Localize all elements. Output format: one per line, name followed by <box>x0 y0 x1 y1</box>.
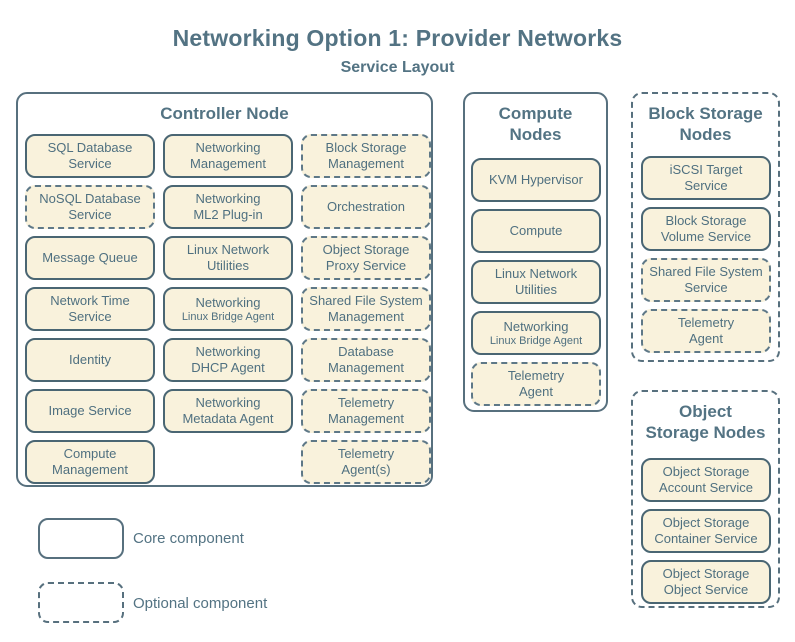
service-label: KVM Hypervisor <box>489 172 583 188</box>
service-box-compute-management: Compute Management <box>25 440 155 484</box>
diagram-title: Networking Option 1: Provider Networks <box>172 25 623 51</box>
service-box-telemetry-agent: Telemetry Agent <box>641 309 771 353</box>
diagram-subtitle: Service Layout <box>340 59 455 76</box>
service-box-orchestration: Orchestration <box>301 185 431 229</box>
object-storage-title-line1: Object <box>679 402 732 421</box>
service-box-identity: Identity <box>25 338 155 382</box>
service-box-message-queue: Message Queue <box>25 236 155 280</box>
service-label: Compute <box>509 223 563 239</box>
service-box-block-storage-management: Block Storage Management <box>301 134 431 178</box>
service-label: Shared File System Management <box>309 293 423 324</box>
legend-optional-label: Optional component <box>133 595 268 612</box>
service-box-block-storage-volume-service: Block Storage Volume Service <box>641 207 771 251</box>
service-label: Networking Management <box>190 140 266 171</box>
service-box-nosql-database-service: NoSQL Database Service <box>25 185 155 229</box>
service-label: Object Storage Object Service <box>662 566 750 597</box>
service-box-iscsi-target-service: iSCSI Target Service <box>641 156 771 200</box>
block-storage-title-line1: Block Storage <box>648 104 763 123</box>
service-label: Shared File System Service <box>649 264 763 295</box>
service-label: Network Time Service <box>50 293 130 324</box>
controller-node-title-line: Controller Node <box>160 104 289 123</box>
legend-optional-sample-box <box>38 582 124 623</box>
service-box-networking-metadata-agent: Networking Metadata Agent <box>163 389 293 433</box>
service-label: Telemetry Management <box>328 395 404 426</box>
service-label: SQL Database Service <box>47 140 133 171</box>
block-storage-title-line2: Nodes <box>679 125 732 145</box>
service-label: Object Storage Account Service <box>659 464 753 495</box>
compute-nodes-title-line2: Nodes <box>509 125 562 145</box>
service-box-linux-network-utilities: Linux Network Utilities <box>163 236 293 280</box>
service-label: Message Queue <box>42 250 138 266</box>
service-box-linux-network-utilities: Linux Network Utilities <box>471 260 601 304</box>
block-storage-nodes-title: Block Storage Nodes <box>633 103 778 146</box>
service-label: NoSQL Database Service <box>39 191 141 222</box>
service-label: Networking ML2 Plug-in <box>193 191 263 222</box>
service-label: Telemetry Agent <box>507 368 565 399</box>
service-box-telemetry-agent-s: Telemetry Agent(s) <box>301 440 431 484</box>
service-label: Block Storage Volume Service <box>660 213 752 244</box>
service-box-image-service: Image Service <box>25 389 155 433</box>
service-label: Identity <box>69 352 111 368</box>
object-storage-nodes-title: Object Storage Nodes <box>633 401 778 444</box>
object-storage-nodes-box: Object Storage Nodes Object Storage Acco… <box>631 390 780 608</box>
service-box-telemetry-management: Telemetry Management <box>301 389 431 433</box>
service-box-shared-file-system-service: Shared File System Service <box>641 258 771 302</box>
service-label: Orchestration <box>326 199 406 215</box>
object-storage-title-line2: Storage Nodes <box>645 423 766 443</box>
service-box-object-storage-account-service: Object Storage Account Service <box>641 458 771 502</box>
service-box-object-storage-proxy-service: Object Storage Proxy Service <box>301 236 431 280</box>
compute-nodes-title-line1: Compute <box>498 104 573 123</box>
service-box-compute: Compute <box>471 209 601 253</box>
service-label: iSCSI Target Service <box>669 162 743 193</box>
service-label: Object Storage Container Service <box>654 515 758 546</box>
service-box-networking-dhcp-agent: Networking DHCP Agent <box>163 338 293 382</box>
service-box-networking-management: Networking Management <box>163 134 293 178</box>
service-label: Networking Metadata Agent <box>182 395 274 426</box>
service-box-networking-ml2-plug-in: Networking ML2 Plug-in <box>163 185 293 229</box>
service-sublabel: Linux Bridge Agent <box>181 310 275 323</box>
service-box-shared-file-system-management: Shared File System Management <box>301 287 431 331</box>
service-label: Block Storage Management <box>325 140 407 171</box>
service-box-database-management: Database Management <box>301 338 431 382</box>
service-box-telemetry-agent: Telemetry Agent <box>471 362 601 406</box>
service-label: Networking <box>503 318 569 334</box>
service-label: Linux Network Utilities <box>186 242 270 273</box>
legend-core-label: Core component <box>133 530 244 547</box>
service-box-network-time-service: Network Time Service <box>25 287 155 331</box>
service-box-object-storage-container-service: Object Storage Container Service <box>641 509 771 553</box>
service-box-kvm-hypervisor: KVM Hypervisor <box>471 158 601 202</box>
service-label: Networking DHCP Agent <box>191 344 265 375</box>
service-label: Compute Management <box>52 446 128 477</box>
service-label: Telemetry Agent(s) <box>337 446 395 477</box>
service-label: Image Service <box>48 403 132 419</box>
service-label: Database Management <box>328 344 404 375</box>
block-storage-nodes-box: Block Storage Nodes iSCSI Target Service… <box>631 92 780 362</box>
service-label: Linux Network Utilities <box>494 266 578 297</box>
service-label: Telemetry Agent <box>677 315 735 346</box>
service-label: Networking <box>195 294 261 310</box>
service-label: Object Storage Proxy Service <box>322 242 410 273</box>
service-box-sql-database-service: SQL Database Service <box>25 134 155 178</box>
service-box-object-storage-object-service: Object Storage Object Service <box>641 560 771 604</box>
compute-nodes-title: Compute Nodes <box>465 103 606 146</box>
legend-core-sample-box <box>38 518 124 559</box>
service-sublabel: Linux Bridge Agent <box>489 334 583 347</box>
controller-node-title: Controller Node <box>18 103 431 124</box>
